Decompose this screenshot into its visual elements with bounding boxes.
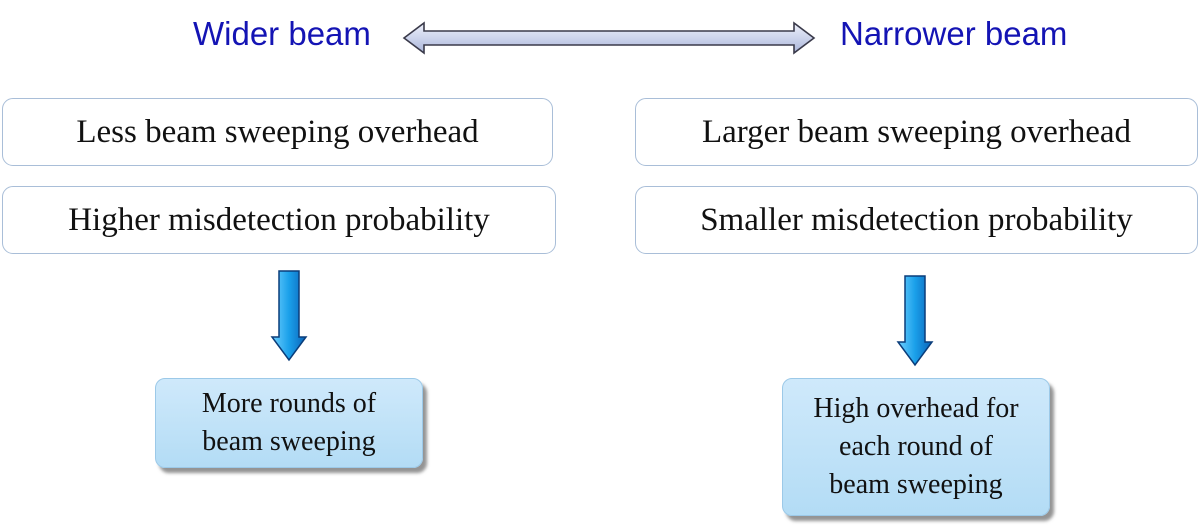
result-line: High overhead for — [813, 393, 1019, 424]
larger-overhead-text: Larger beam sweeping overhead — [701, 113, 1132, 150]
more-rounds-result-box: More rounds of beam sweeping — [155, 378, 423, 468]
result-line: each round of — [839, 431, 993, 462]
less-overhead-box: Less beam sweeping overhead — [2, 98, 553, 166]
wider-beam-label: Wider beam — [193, 15, 371, 52]
larger-overhead-box: Larger beam sweeping overhead — [635, 98, 1198, 166]
result-line: More rounds of — [201, 388, 377, 419]
result-line: beam sweeping — [202, 426, 376, 457]
higher-misdetection-text: Higher misdetection probability — [68, 201, 490, 238]
down-arrow-icon — [270, 270, 308, 362]
high-overhead-result-box: High overhead for each round of beam swe… — [782, 378, 1050, 516]
smaller-misdetection-box: Smaller misdetection probability — [635, 186, 1198, 254]
down-arrow-icon — [896, 275, 934, 367]
narrower-beam-label: Narrower beam — [840, 15, 1068, 52]
double-headed-arrow-icon — [402, 21, 816, 55]
higher-misdetection-box: Higher misdetection probability — [2, 186, 556, 254]
less-overhead-text: Less beam sweeping overhead — [76, 113, 479, 150]
result-line: beam sweeping — [829, 469, 1003, 500]
smaller-misdetection-text: Smaller misdetection probability — [700, 201, 1133, 238]
